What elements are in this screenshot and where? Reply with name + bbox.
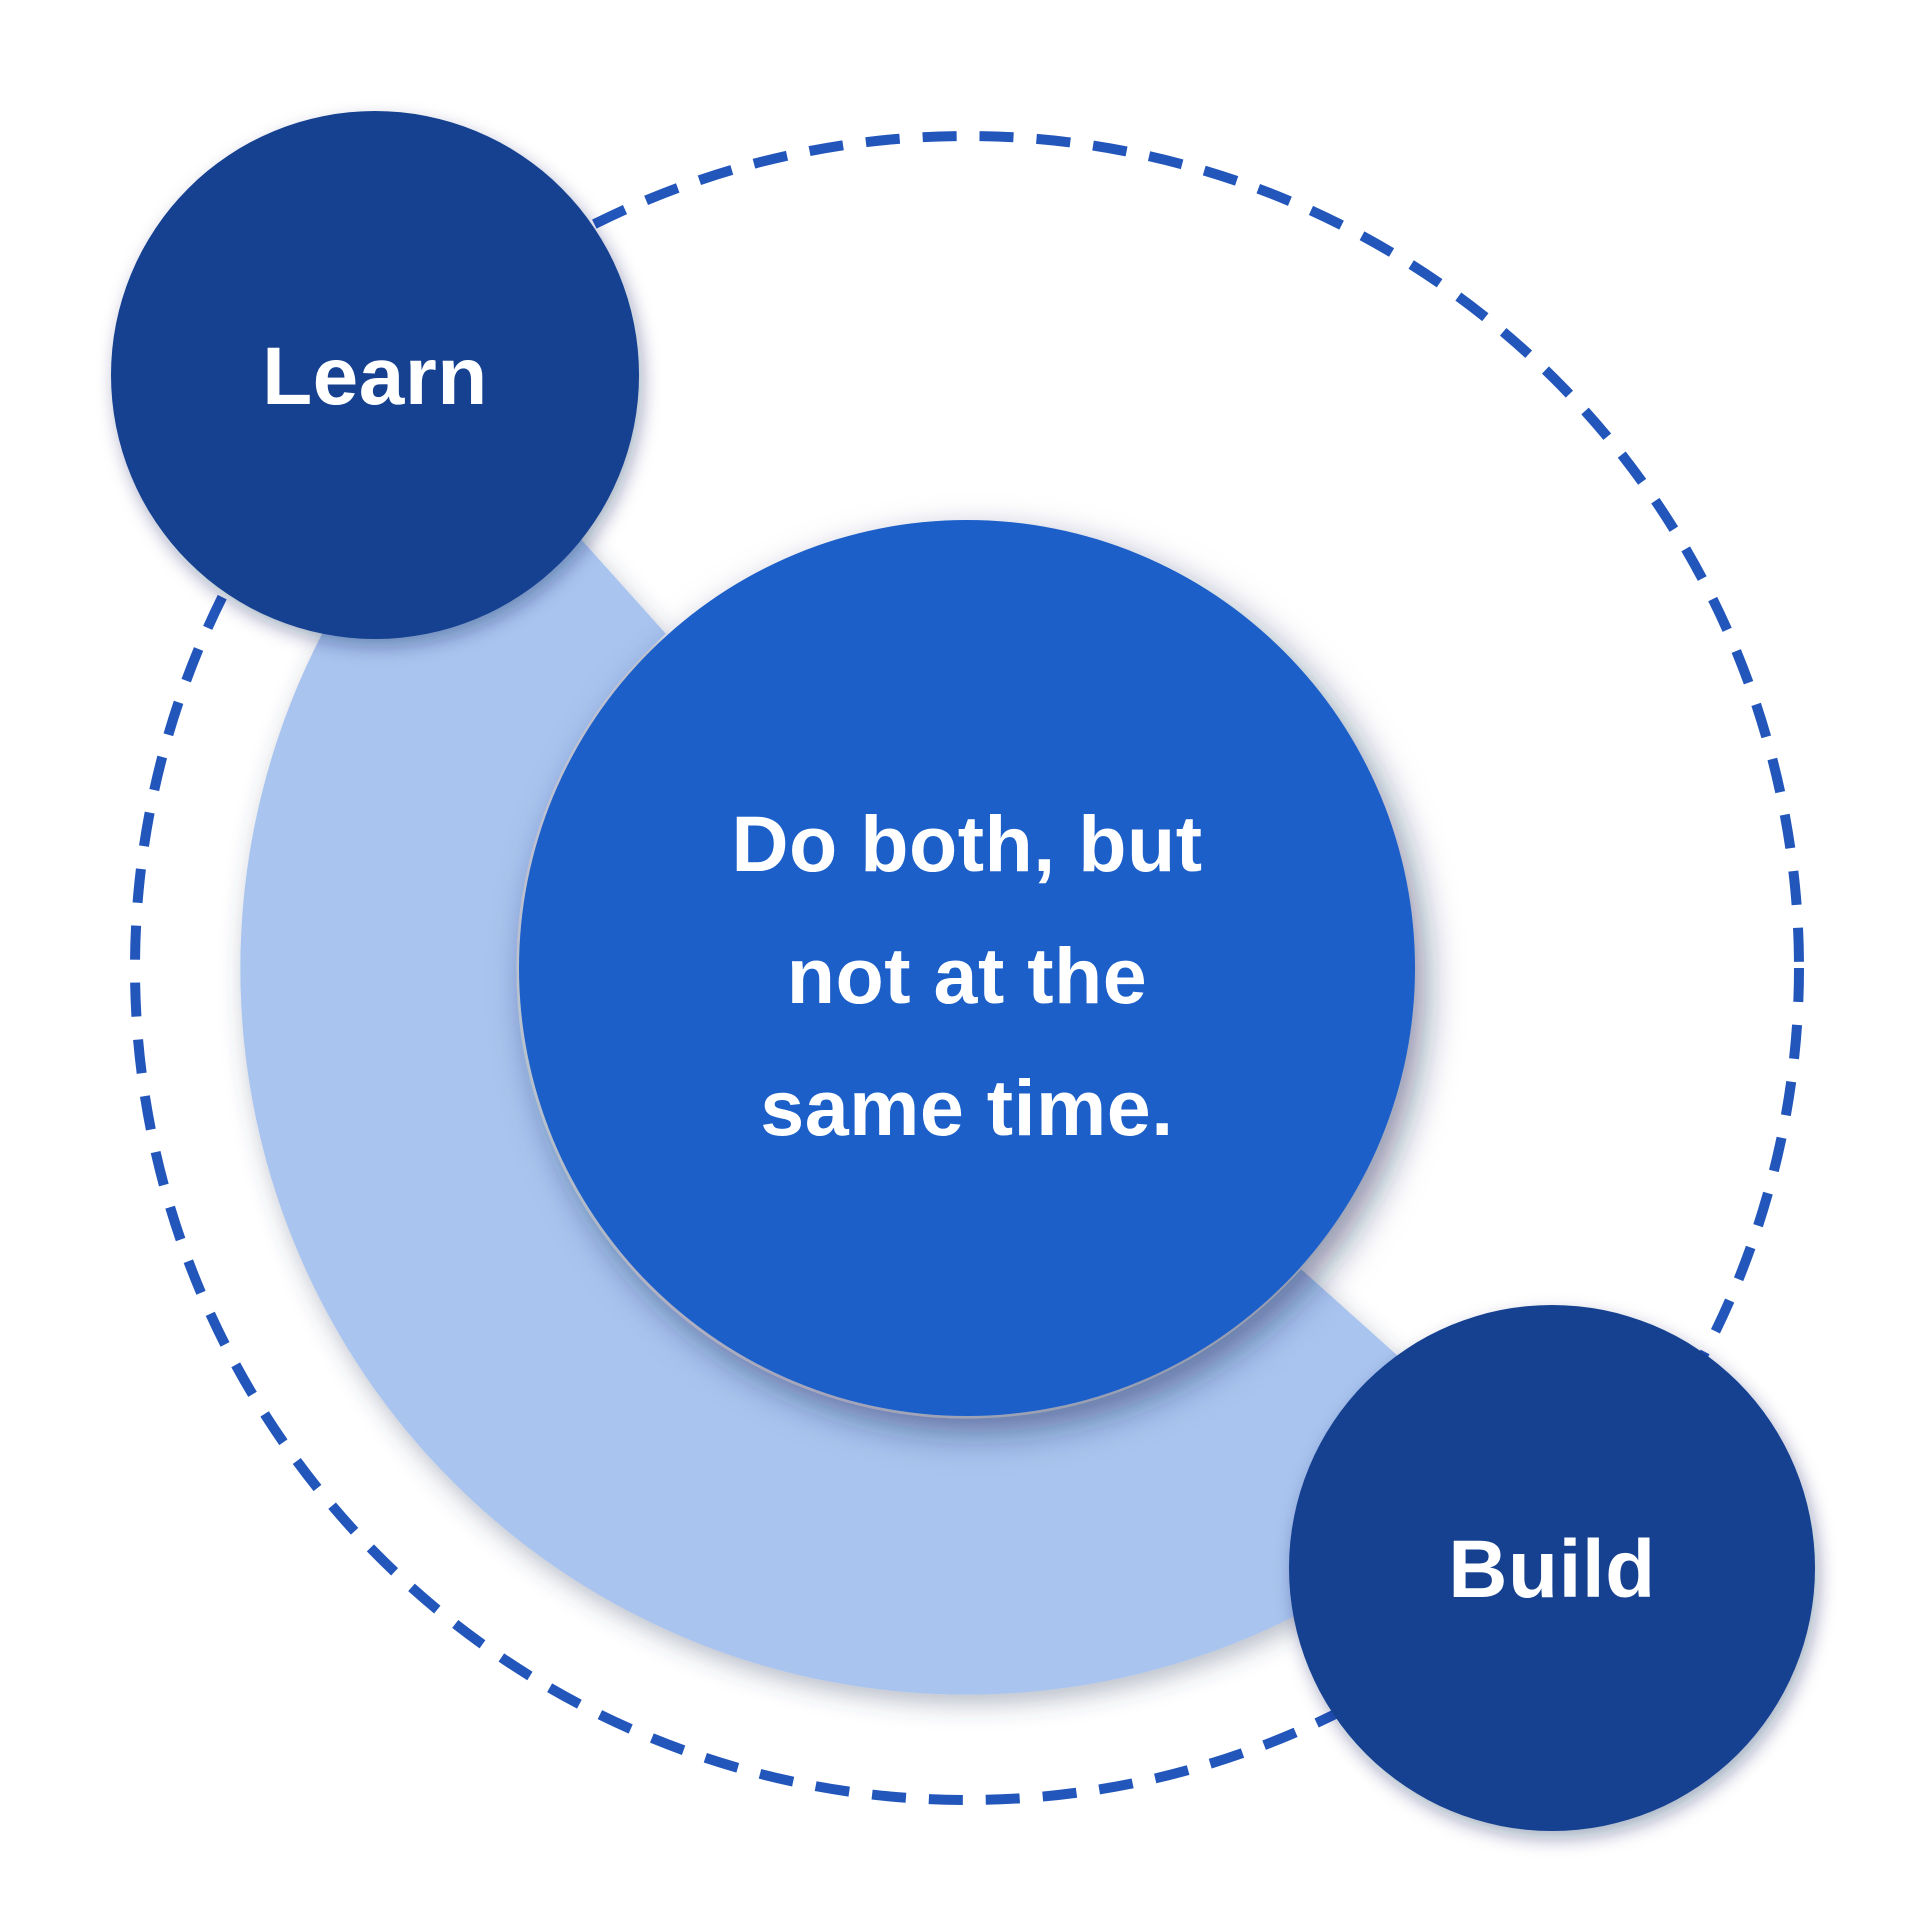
learn-circle-label: Learn: [262, 331, 488, 422]
cycle-band-arc: [240, 428, 1507, 1695]
learn-circle: [111, 111, 639, 639]
dashed-orbit-circle: [130, 131, 1804, 1805]
build-circle-label: Build: [1448, 1524, 1655, 1615]
center-circle-label-line3: same time.: [760, 1063, 1173, 1152]
center-circle-label-line1: Do both, but: [731, 799, 1202, 888]
center-circle-label-line2: not at the: [787, 931, 1147, 1020]
build-circle: [1289, 1305, 1815, 1831]
center-circle: [519, 520, 1415, 1416]
